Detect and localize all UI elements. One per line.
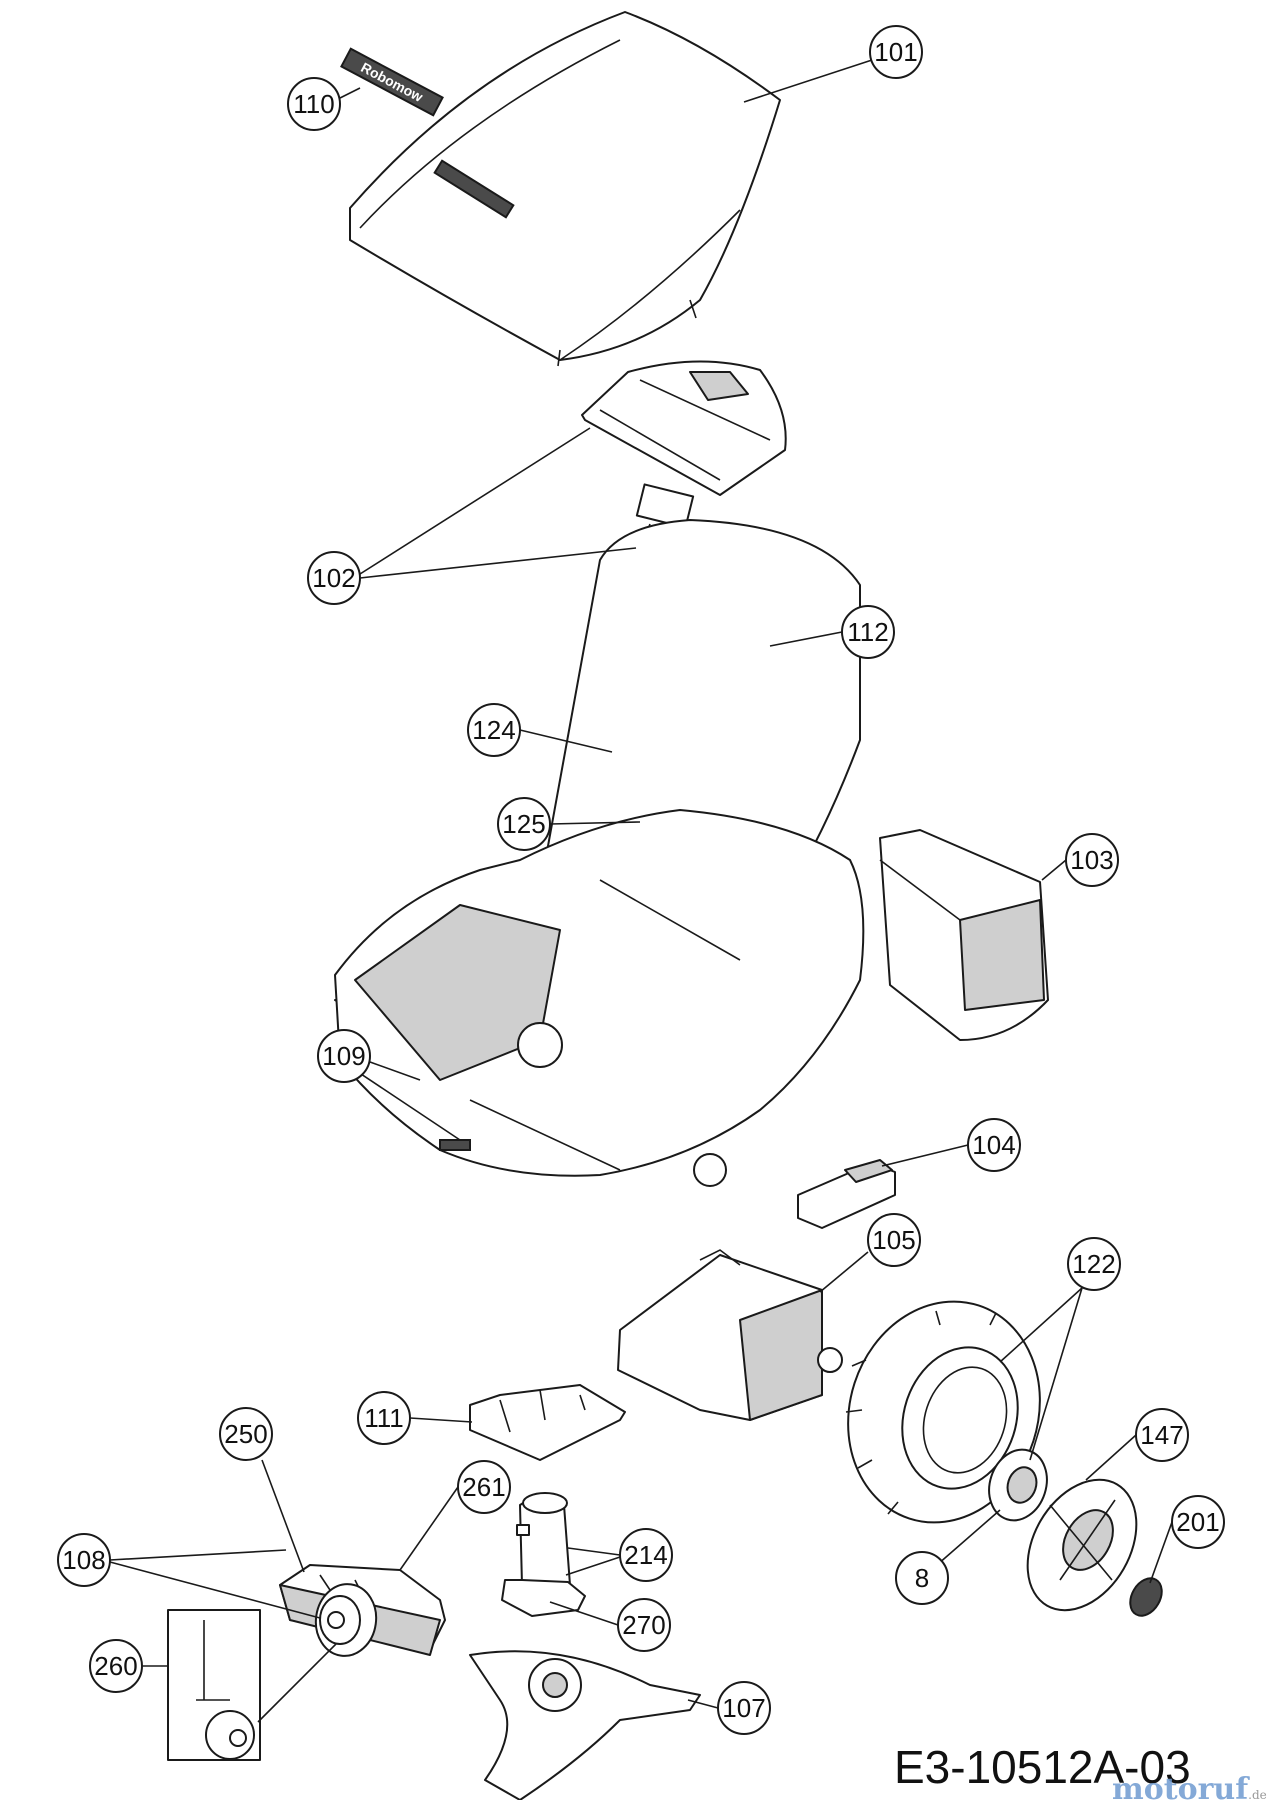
leader-122a: [999, 1287, 1083, 1363]
callout-107-label: 107: [722, 1693, 765, 1723]
front-wheel-part: [314, 1583, 378, 1657]
callout-111: 111: [357, 1391, 411, 1445]
motor-mount-part: [501, 1579, 586, 1617]
callout-124-label: 124: [472, 715, 515, 745]
wheel-part: [845, 1300, 1041, 1524]
callout-104: 104: [967, 1118, 1021, 1172]
leader-214b: [565, 1556, 621, 1576]
watermark: motoruf.de: [1112, 1772, 1267, 1807]
control-housing-part: [581, 360, 787, 496]
callout-102: 102: [307, 551, 361, 605]
callout-147: 147: [1135, 1408, 1189, 1462]
callout-124: 124: [467, 703, 521, 757]
wheel-cap-part: [1026, 1478, 1138, 1612]
caster-inset-part: [167, 1609, 261, 1761]
callout-112-label: 112: [847, 617, 888, 647]
leader-201: [1149, 1521, 1173, 1584]
callout-214: 214: [619, 1528, 673, 1582]
callout-260: 260: [89, 1639, 143, 1693]
callout-122-label: 122: [1072, 1249, 1115, 1279]
callout-110: 110: [287, 77, 341, 131]
callout-122: 122: [1067, 1237, 1121, 1291]
leader-260b: [257, 1643, 337, 1723]
callout-201-label: 201: [1176, 1507, 1219, 1537]
callout-250: 250: [219, 1407, 273, 1461]
leader-112: [769, 631, 843, 647]
callout-147-label: 147: [1140, 1420, 1183, 1450]
leader-261: [399, 1486, 459, 1571]
leader-125: [549, 821, 641, 825]
callout-103: 103: [1065, 833, 1119, 887]
leader-105: [819, 1251, 869, 1293]
callout-8-label: 8: [915, 1563, 929, 1593]
callout-109: 109: [317, 1029, 371, 1083]
leader-lines: [109, 59, 1173, 1723]
leader-122b: [1029, 1287, 1083, 1461]
callout-125: 125: [497, 797, 551, 851]
leader-214a: [567, 1547, 621, 1556]
callout-201: 201: [1171, 1495, 1225, 1549]
watermark-tld: .de: [1248, 1788, 1267, 1802]
callout-108-label: 108: [62, 1545, 105, 1575]
callout-103-label: 103: [1070, 845, 1113, 875]
brand-decal-part: Robomow: [340, 47, 444, 117]
callout-107: 107: [717, 1681, 771, 1735]
leader-147: [1085, 1434, 1137, 1481]
callout-250-label: 250: [224, 1419, 267, 1449]
callout-101-label: 101: [874, 37, 917, 67]
callout-8: 8: [895, 1551, 949, 1605]
battery-housing-part: [879, 829, 1049, 1041]
callout-109-label: 109: [322, 1041, 365, 1071]
leader-102b: [359, 547, 637, 579]
center-cap-part: [1129, 1577, 1163, 1617]
callout-270: 270: [617, 1598, 671, 1652]
callout-260-label: 260: [94, 1651, 137, 1681]
leader-109: [369, 1061, 421, 1081]
leader-103: [1041, 859, 1067, 881]
callout-105: 105: [867, 1213, 921, 1267]
leader-270: [549, 1601, 619, 1626]
callout-112: 112: [841, 605, 895, 659]
callout-108: 108: [57, 1533, 111, 1587]
leader-250: [261, 1459, 305, 1573]
wheel-hub-part: [988, 1448, 1048, 1522]
callout-104-label: 104: [972, 1130, 1015, 1160]
main-chassis-part: [334, 519, 865, 1187]
cutting-blade-part: [469, 1650, 701, 1800]
callout-111-label: 111: [364, 1403, 404, 1433]
leader-111: [409, 1417, 473, 1423]
callout-102-label: 102: [312, 563, 355, 593]
callout-214-label: 214: [624, 1540, 667, 1570]
leader-124: [519, 729, 613, 753]
callout-261: 261: [457, 1460, 511, 1514]
leader-110: [339, 87, 361, 99]
drive-motor-part: [617, 1249, 843, 1421]
leader-108a: [109, 1549, 287, 1561]
brand-decal-text: Robomow: [358, 59, 425, 105]
watermark-text: motoruf: [1112, 1772, 1249, 1807]
leader-104: [881, 1144, 969, 1167]
leader-101: [743, 59, 873, 103]
cartridge-part: [797, 1159, 896, 1229]
drawing-number: E3-10512A-03: [894, 1741, 1191, 1793]
leader-107: [687, 1699, 719, 1709]
leader-102a: [359, 427, 591, 575]
top-cover-part: [349, 11, 781, 367]
callout-101: 101: [869, 25, 923, 79]
blade-motor-part: [516, 1492, 571, 1593]
callout-270-label: 270: [622, 1610, 665, 1640]
leader-108b: [109, 1561, 321, 1619]
callout-261-label: 261: [462, 1472, 505, 1502]
bumper-bracket-part: [469, 1384, 626, 1461]
callout-105-label: 105: [872, 1225, 915, 1255]
callout-125-label: 125: [502, 809, 545, 839]
callout-110-label: 110: [293, 89, 334, 119]
